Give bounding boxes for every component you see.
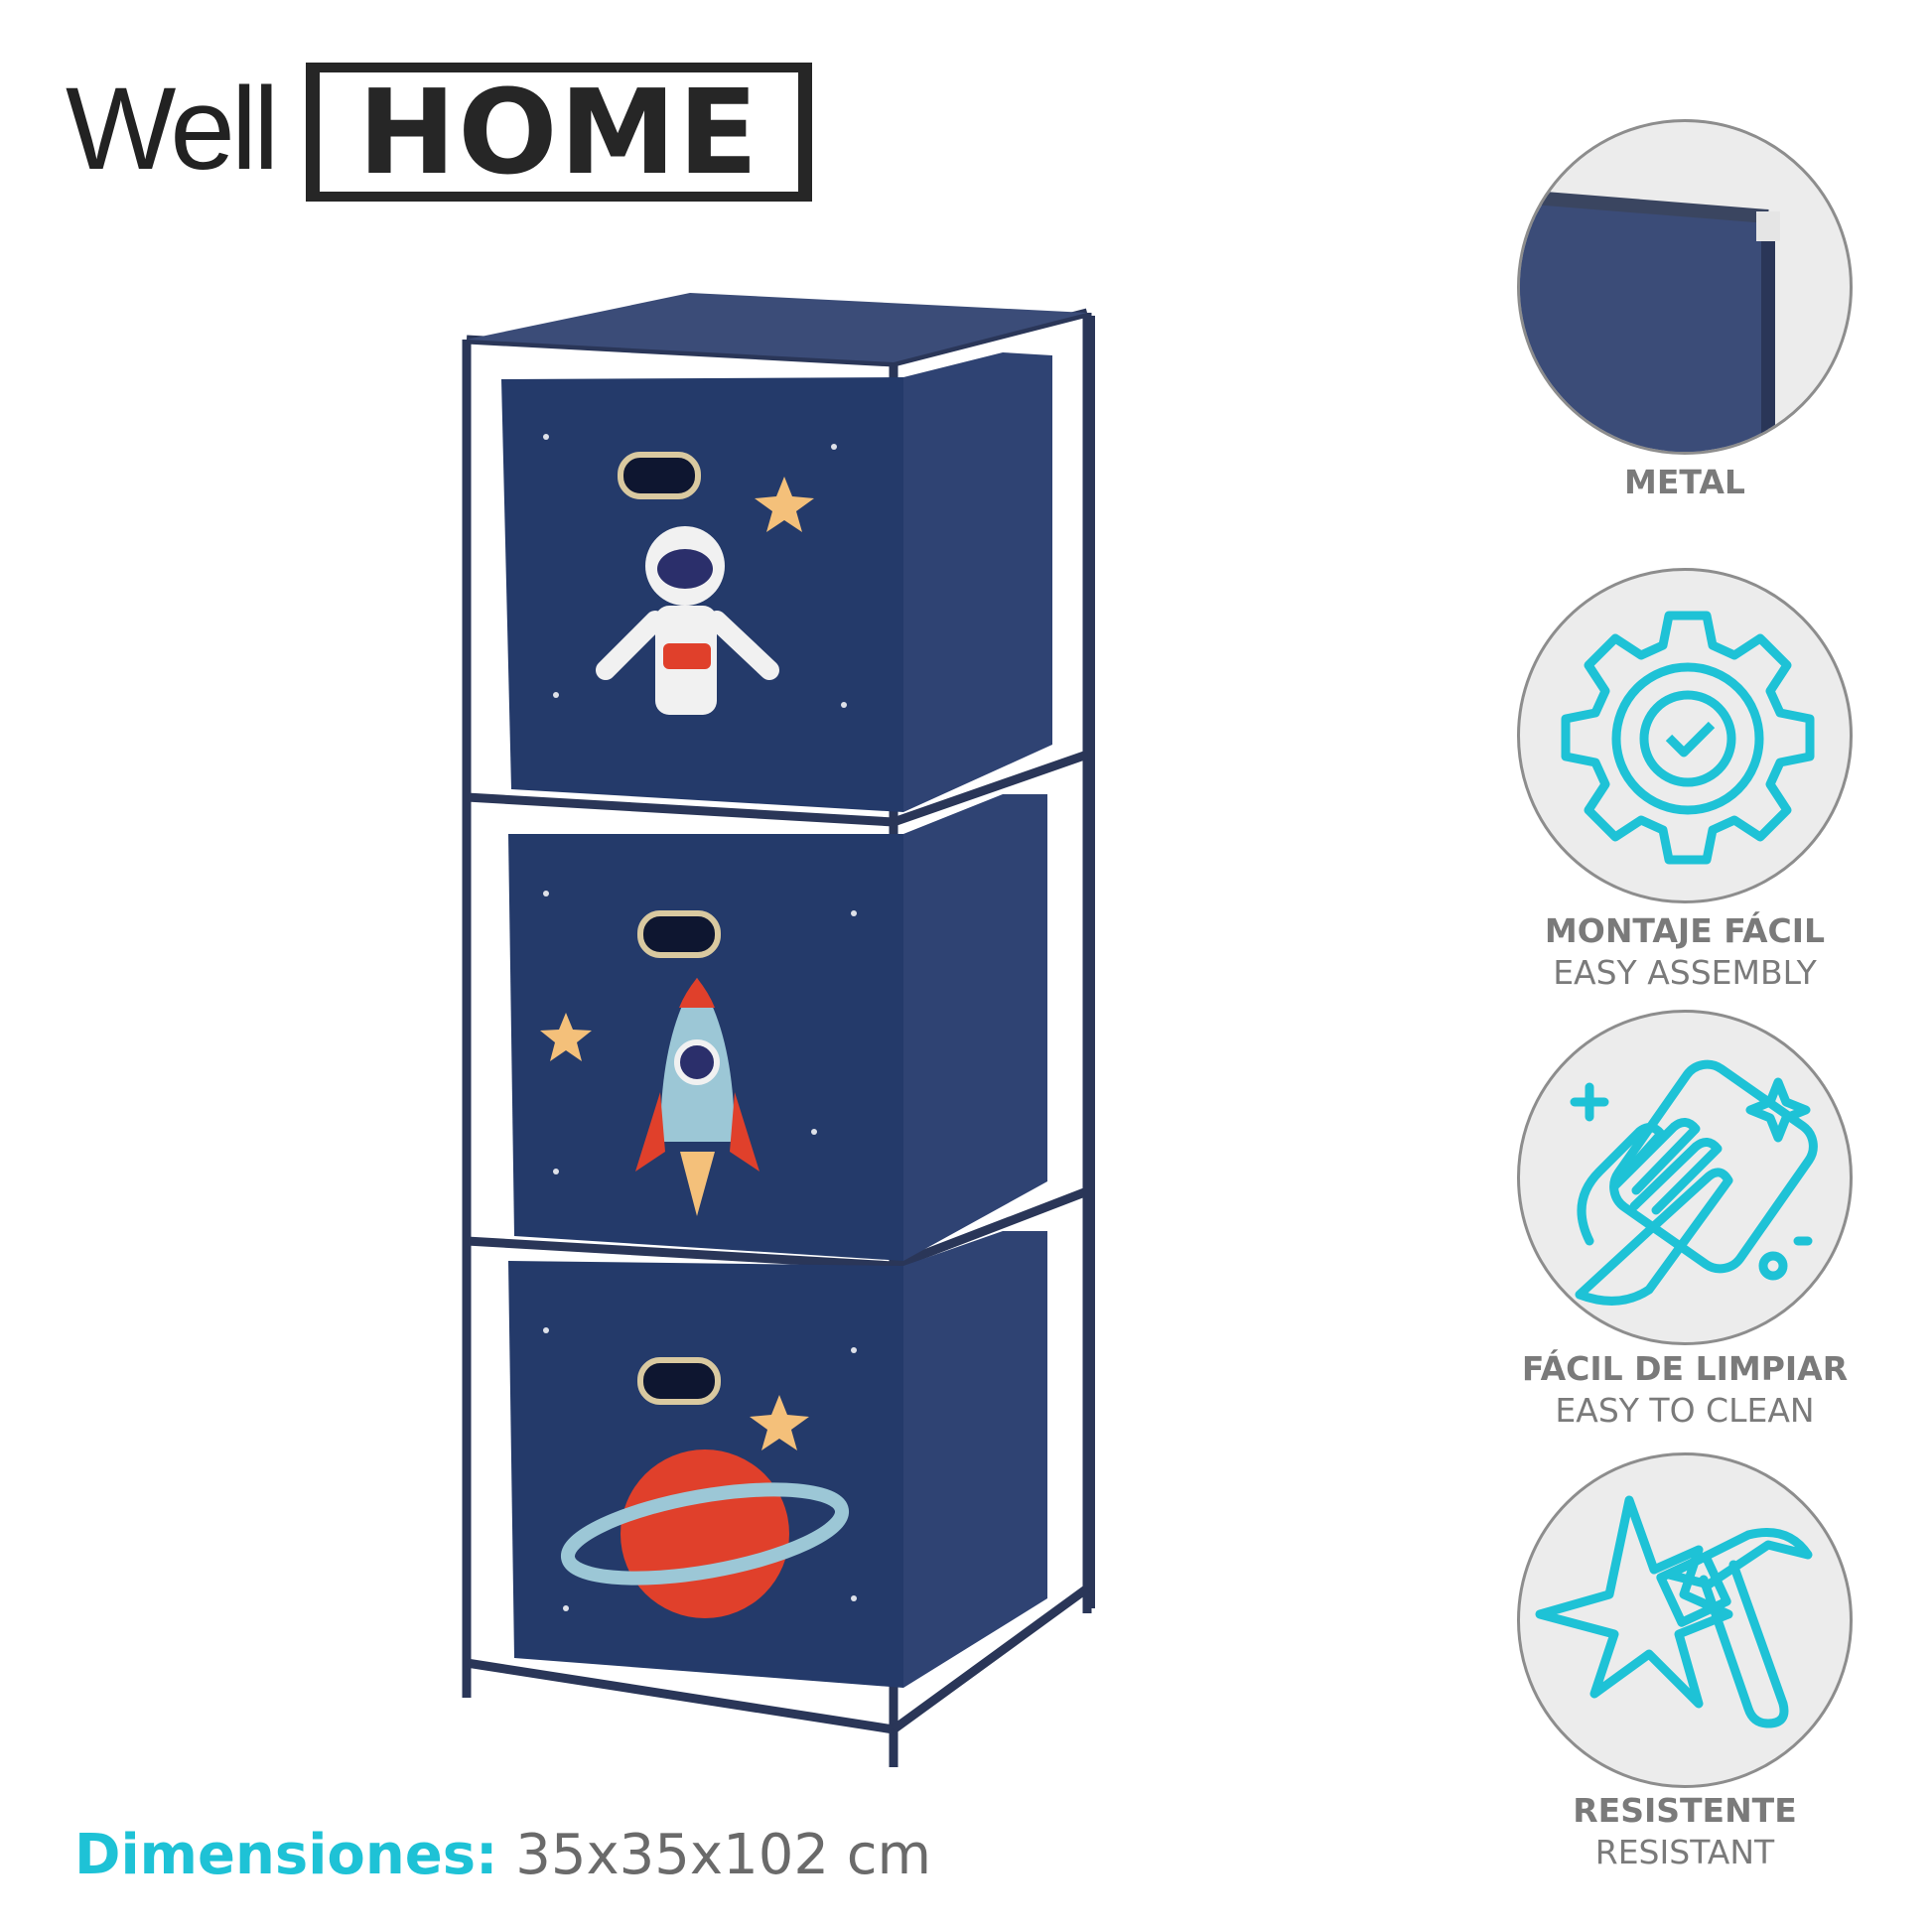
storage-box-bottom — [508, 1231, 1047, 1688]
logo-well-text: Well — [66, 64, 279, 195]
storage-box-top — [501, 352, 1052, 812]
product-image-storage-rack — [462, 293, 1095, 1767]
dimensions-label: Dimensiones: — [74, 1823, 498, 1887]
logo-home-box: HOME — [306, 63, 812, 202]
logo-home-text: HOME — [320, 72, 798, 192]
metal-corner-photo — [1520, 190, 1780, 452]
feature-metal-circle — [1517, 119, 1853, 455]
dimensions-text: Dimensiones: 35x35x102 cm — [74, 1823, 931, 1887]
feature-metal-label: METAL — [1624, 463, 1745, 501]
hammer-impact-icon — [1535, 1495, 1813, 1728]
feature-assembly-circle — [1517, 568, 1853, 903]
hand-wipe-icon — [1570, 1059, 1818, 1306]
feature-resistant-circle — [1517, 1452, 1853, 1788]
gear-check-icon — [1561, 611, 1815, 865]
feature-clean-circle — [1517, 1010, 1853, 1345]
dimensions-value: 35x35x102 cm — [515, 1823, 932, 1887]
storage-box-middle — [508, 794, 1047, 1261]
